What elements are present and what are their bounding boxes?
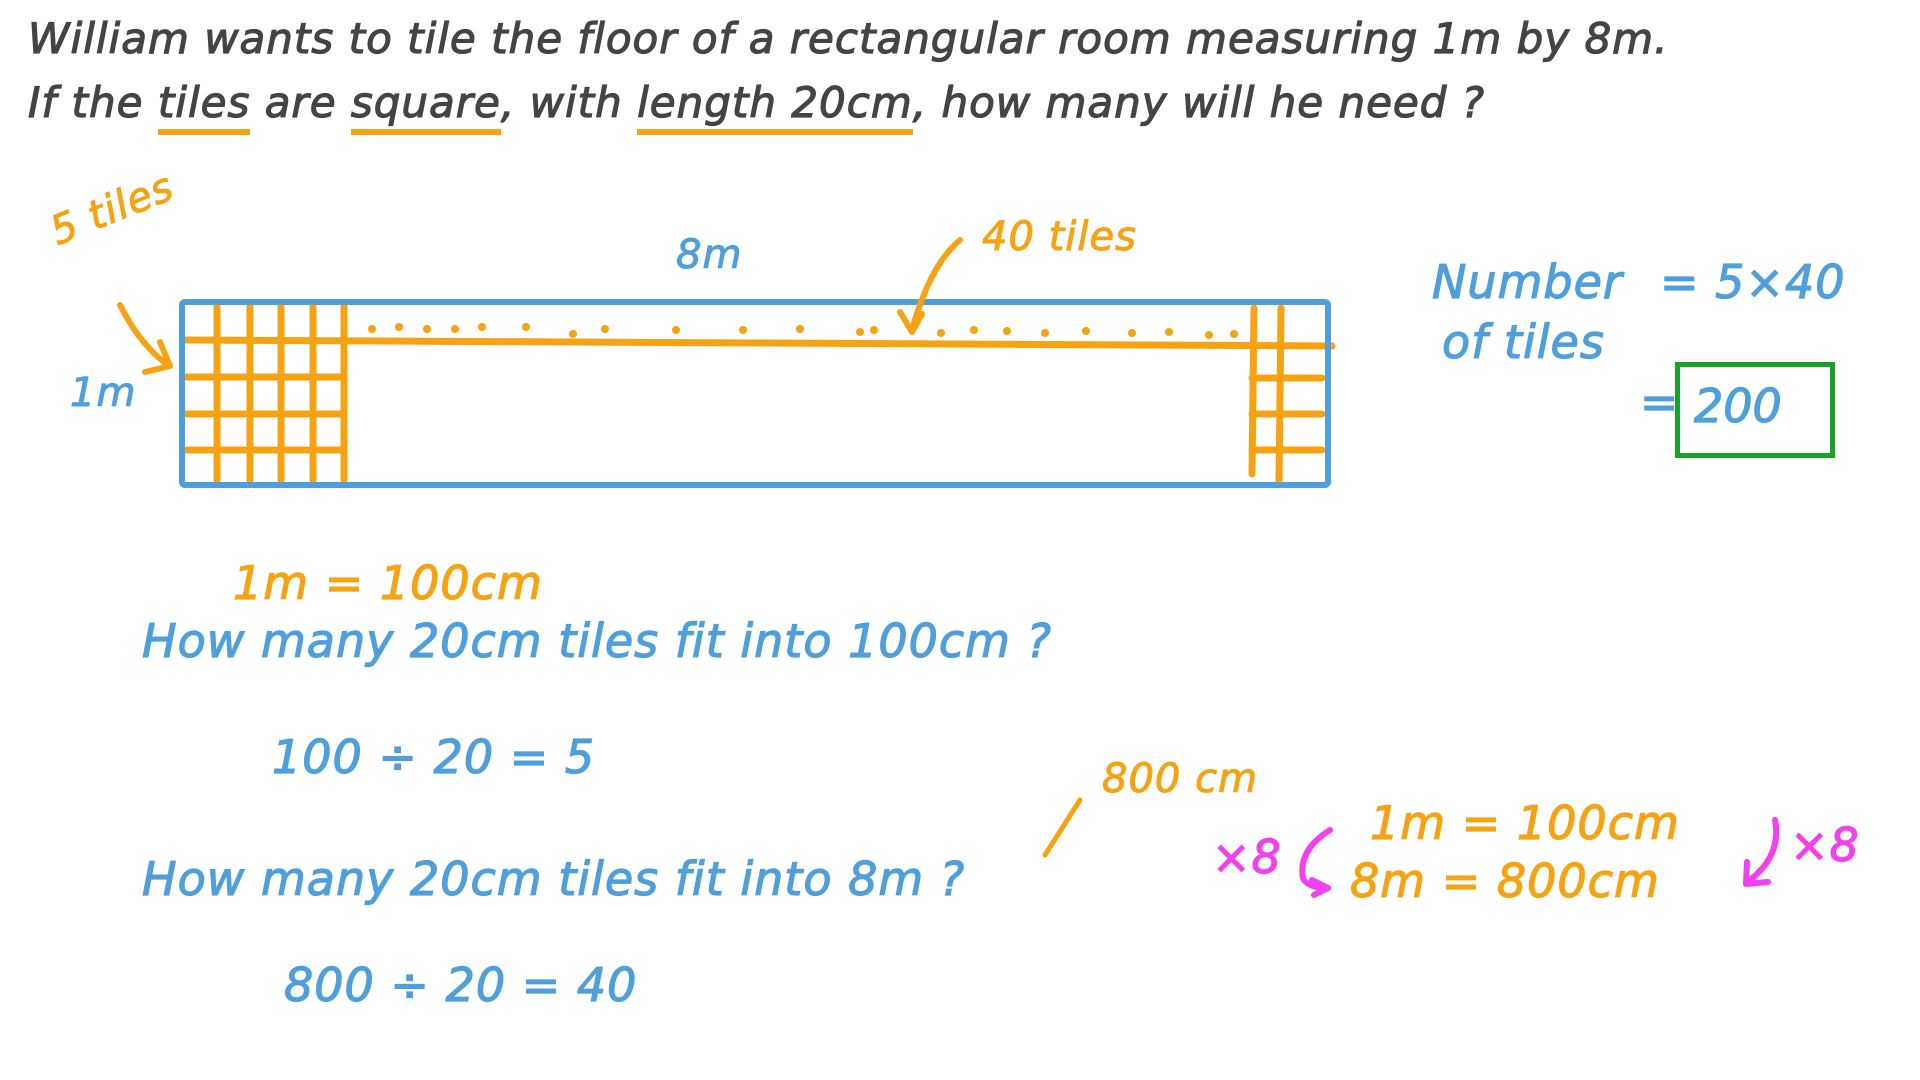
tile-grid-right (1248, 304, 1326, 486)
question-text: If the (27, 77, 158, 127)
answer-box: 200 (1675, 362, 1835, 458)
underlined-word-tiles: tiles (157, 77, 251, 135)
scale-factor-right: ×8 (1789, 817, 1860, 872)
annotation-800cm: 800 cm (1101, 756, 1259, 803)
question-text: , how many will he need ? (912, 77, 1486, 127)
arrow-40-tiles (909, 237, 963, 333)
result-label-of-tiles: of tiles (1441, 314, 1605, 369)
tile-grid-left (182, 301, 1336, 484)
result-label-number: Number (1431, 254, 1623, 309)
tile-dots (368, 323, 1238, 339)
result-equals: = (1639, 374, 1680, 429)
label-40-tiles: 40 tiles (982, 214, 1137, 261)
room-outline (179, 299, 1331, 488)
underlined-word-length-20cm: length 20cm (636, 77, 913, 135)
question-text: are (250, 77, 351, 127)
question-line-1: William wants to tile the floor of a rec… (27, 13, 1669, 63)
label-1m: 1m (69, 370, 137, 417)
scale-row-2: 8m = 800cm (1349, 853, 1660, 908)
arrow-5-tiles (117, 302, 171, 368)
arrow-times-8-right (1747, 817, 1780, 883)
scale-factor-left: ×8 (1211, 829, 1282, 884)
answer-value: 200 (1693, 378, 1782, 433)
label-8m: 8m (675, 232, 743, 279)
annotation-line-800cm (1042, 797, 1083, 858)
working-question-1: How many 20cm tiles fit into 100cm ? (141, 613, 1053, 668)
underlined-word-square: square (350, 77, 501, 135)
working-calc-1: 100 ÷ 20 = 5 (271, 729, 596, 784)
working-calc-2: 800 ÷ 20 = 40 (283, 957, 638, 1012)
working-question-2: How many 20cm tiles fit into 8m ? (141, 851, 966, 906)
question-line-2: If the tiles are square, with length 20c… (27, 77, 1486, 135)
arrow-times-8-left (1299, 827, 1333, 892)
scale-row-1: 1m = 100cm (1369, 795, 1680, 850)
result-expression: = 5×40 (1659, 254, 1846, 309)
conversion-1m-100cm: 1m = 100cm (232, 555, 543, 610)
question-text: , with (500, 77, 638, 127)
